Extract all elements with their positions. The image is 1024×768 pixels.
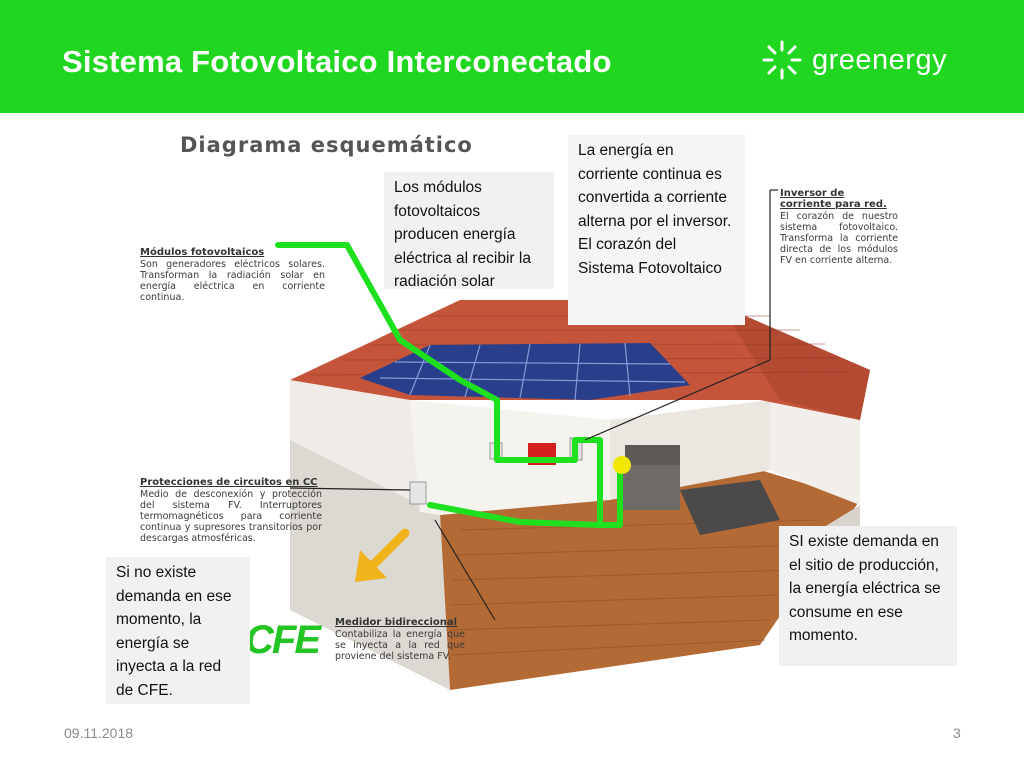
callout-modulos: Los módulos fotovoltaicos producen energ… [384, 172, 554, 290]
callout-demanda-no: Si no existe demanda en ese momento, la … [106, 557, 250, 704]
footer-date: 09.11.2018 [64, 725, 134, 741]
label-medidor-body: Contabiliza la energía que se inyecta a … [335, 629, 465, 662]
slide-header: Sistema Fotovoltaico Interconectado gree… [0, 0, 1024, 113]
label-medidor: Medidor bidireccional Contabiliza la ene… [335, 617, 465, 662]
wire-inverter-out [537, 437, 603, 528]
sun-icon [762, 40, 802, 80]
label-modulos-title: Módulos fotovoltaicos [140, 247, 265, 258]
callout-demanda-si: SI existe demanda en el sitio de producc… [779, 526, 957, 666]
sofa-back [625, 445, 680, 465]
greenergy-logo: greenergy [760, 40, 947, 80]
leader-protecciones [289, 487, 411, 491]
label-modulos-body: Son generadores eléctricos solares. Tran… [140, 259, 325, 303]
export-arrow [355, 528, 410, 582]
page-number: 3 [953, 725, 961, 741]
label-protecciones-body: Medio de desconexión y protección del si… [140, 489, 322, 544]
logo-text: greenergy [812, 43, 948, 76]
roof-right-slope [720, 305, 870, 420]
label-inversor-body: El corazón de nuestro sistema fotovoltai… [780, 211, 898, 266]
wire-consumption [597, 467, 623, 528]
cfe-logo: CFE [245, 618, 321, 662]
rug [680, 480, 780, 535]
label-protecciones: Protecciones de circuitos en CC Medio de… [140, 477, 322, 544]
diagram-subtitle: Diagrama esquemático [180, 133, 473, 157]
leader-medidor [434, 519, 496, 621]
callout-inversor: La energía en corriente continua es conv… [568, 135, 745, 325]
wire-modules [275, 242, 543, 463]
label-inversor-title: Inversor de corriente para red. [780, 188, 887, 210]
load-indicator [613, 456, 631, 474]
slide-title: Sistema Fotovoltaico Interconectado [62, 44, 612, 79]
label-medidor-title: Medidor bidireccional [335, 617, 458, 628]
house-left-wall [290, 380, 420, 512]
meter-box [409, 481, 427, 505]
label-protecciones-title: Protecciones de circuitos en CC [140, 477, 318, 488]
wire-to-meter [427, 502, 603, 528]
label-inversor: Inversor de corriente para red. El coraz… [780, 188, 898, 266]
label-modulos: Módulos fotovoltaicos Son generadores el… [140, 247, 325, 303]
